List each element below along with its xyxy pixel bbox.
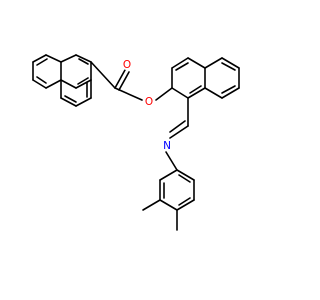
bond	[60, 97, 77, 107]
bond	[45, 79, 62, 89]
bond	[159, 199, 178, 211]
atom-layer: O O N	[121, 58, 173, 152]
bond	[175, 62, 189, 71]
bond	[176, 169, 195, 181]
bond	[118, 71, 130, 91]
bond	[178, 174, 191, 183]
bond	[221, 62, 236, 71]
bond	[64, 95, 77, 103]
bond	[36, 76, 47, 84]
bond	[204, 57, 223, 69]
bond	[204, 87, 223, 99]
bond	[60, 54, 77, 63]
bond	[165, 151, 178, 171]
bond	[77, 77, 89, 85]
bond	[75, 54, 92, 63]
nitrogen-atom: N	[161, 139, 173, 152]
bond	[32, 54, 47, 63]
bond	[90, 61, 116, 89]
bond	[45, 54, 62, 63]
chemical-structure-diagram: O O N	[32, 54, 240, 231]
bond	[114, 87, 143, 101]
bond	[75, 97, 92, 107]
bond	[32, 79, 47, 89]
bond	[142, 199, 161, 211]
bond	[221, 57, 240, 69]
bond	[171, 87, 189, 99]
bond	[221, 87, 240, 99]
oxygen-atom-ester: O	[143, 95, 155, 108]
atom-label: N	[163, 140, 171, 152]
bond	[36, 58, 48, 66]
bond	[169, 125, 189, 139]
bond	[75, 79, 92, 89]
bond	[189, 85, 202, 94]
bond	[187, 57, 206, 69]
bond	[171, 57, 189, 69]
bond	[178, 197, 191, 206]
atom-label: O	[145, 96, 153, 108]
bond	[187, 87, 206, 99]
oxygen-atom-carbonyl: O	[121, 58, 133, 71]
bond	[169, 120, 186, 133]
bond	[114, 69, 126, 89]
bond	[78, 58, 89, 65]
bond	[159, 169, 178, 181]
bond	[60, 79, 77, 89]
bond	[155, 87, 173, 101]
bond	[221, 85, 236, 94]
atom-label: O	[123, 59, 131, 71]
bond	[176, 199, 195, 211]
bond-layer	[32, 54, 240, 231]
